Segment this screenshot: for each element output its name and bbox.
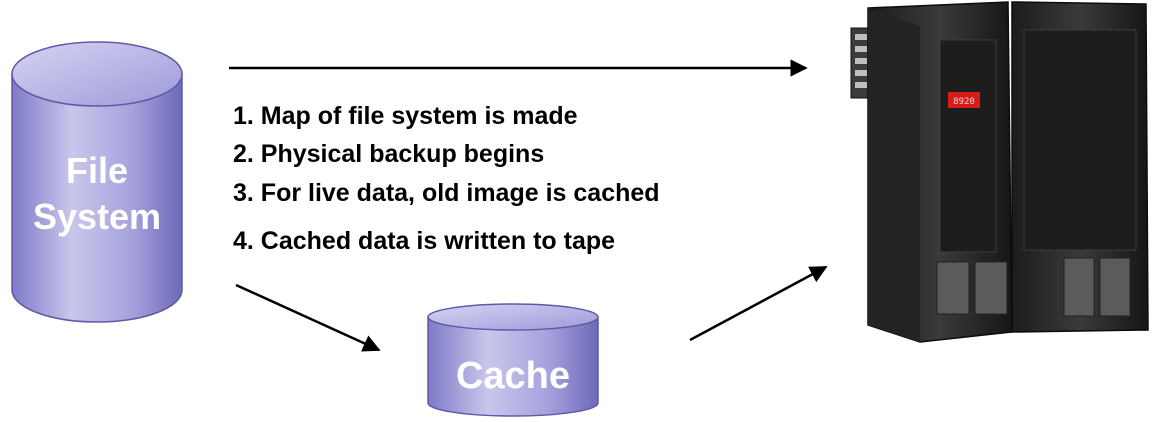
arrow-cache-to-tape <box>689 265 828 342</box>
database-cylinder-icon <box>427 303 599 417</box>
steps-list: 1. Map of file system is made 2. Physica… <box>233 102 660 255</box>
tape-library-icon: 8920 <box>850 1 1149 343</box>
file-system-label-line1: File <box>66 150 128 191</box>
arrow-to-cache <box>235 283 381 352</box>
step-1: 1. Map of file system is made <box>233 102 578 130</box>
file-system-label-line2: System <box>33 196 161 237</box>
file-system-cylinder: File System <box>11 41 183 323</box>
tape-library-display-text: 8920 <box>953 97 975 107</box>
step-3: 3. For live data, old image is cached <box>233 179 660 207</box>
step-4: 4. Cached data is written to tape <box>233 227 615 255</box>
cache-label: Cache <box>456 355 570 397</box>
tape-library-cabinet-right <box>1011 1 1149 333</box>
tape-library-display <box>948 92 980 108</box>
cache-cylinder: Cache <box>427 303 599 417</box>
database-cylinder-icon <box>11 41 183 323</box>
tape-library-cabinet-left: 8920 <box>867 1 1013 343</box>
step-2: 2. Physical backup begins <box>233 140 544 168</box>
